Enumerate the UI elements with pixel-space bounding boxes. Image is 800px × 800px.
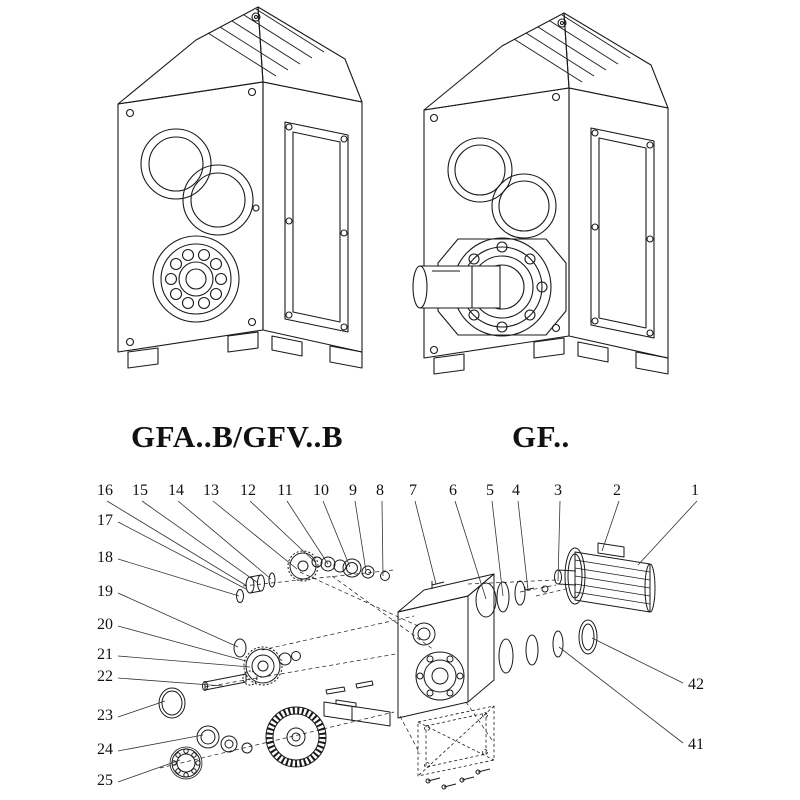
leader-line-14 bbox=[177, 500, 272, 580]
leader-line-25 bbox=[117, 759, 181, 783]
part-number-8: 8 bbox=[376, 482, 384, 499]
part-number-5: 5 bbox=[486, 482, 494, 499]
mounting-feet bbox=[433, 337, 669, 375]
model-label-gf: GF.. bbox=[512, 419, 570, 454]
leader-line-42 bbox=[591, 637, 684, 684]
leader-line-41 bbox=[558, 646, 684, 744]
intermediate-gear-cluster bbox=[233, 638, 301, 686]
leader-line-24 bbox=[117, 734, 204, 752]
roof-left-face bbox=[117, 6, 264, 105]
shim-rings bbox=[475, 580, 549, 618]
part-number-9: 9 bbox=[349, 482, 357, 499]
leader-line-18 bbox=[117, 558, 240, 597]
side-rib-frame bbox=[284, 121, 349, 333]
front-face-bolts bbox=[429, 92, 561, 355]
leader-line-3 bbox=[557, 500, 561, 582]
part-number-11: 11 bbox=[277, 482, 293, 499]
leader-line-12 bbox=[249, 500, 316, 563]
leader-line-22 bbox=[117, 677, 224, 687]
assembly-axis-lines bbox=[159, 569, 571, 769]
roof-left-face bbox=[423, 12, 570, 111]
cooling-fins bbox=[207, 8, 325, 77]
roof-right-face bbox=[257, 6, 363, 103]
output-bearings bbox=[158, 687, 253, 780]
side-rib-frame bbox=[590, 127, 655, 339]
part-number-3: 3 bbox=[554, 482, 562, 499]
part-number-21: 21 bbox=[97, 646, 113, 663]
leader-line-15 bbox=[141, 500, 259, 584]
part-number-7: 7 bbox=[409, 482, 417, 499]
part-number-17: 17 bbox=[97, 512, 113, 529]
leader-line-23 bbox=[117, 700, 166, 718]
leader-line-11 bbox=[286, 500, 329, 565]
leader-line-13 bbox=[212, 500, 298, 570]
cover-bolts bbox=[425, 768, 491, 790]
filler-plug-icon bbox=[251, 12, 261, 22]
input-gear-13 bbox=[287, 550, 319, 582]
part-number-6: 6 bbox=[449, 482, 457, 499]
part-number-18: 18 bbox=[97, 549, 113, 566]
leader-line-17 bbox=[117, 521, 247, 590]
front-face bbox=[117, 81, 264, 353]
part-number-24: 24 bbox=[97, 741, 113, 758]
part-number-14: 14 bbox=[168, 482, 184, 499]
part-number-20: 20 bbox=[97, 616, 113, 633]
part-number-16: 16 bbox=[97, 482, 113, 499]
leader-line-10 bbox=[322, 500, 351, 568]
leader-line-2 bbox=[601, 500, 620, 552]
exploded-parts-view bbox=[158, 542, 656, 790]
model-label-gfab: GFA..B/GFV..B bbox=[131, 419, 344, 454]
part-number-15: 15 bbox=[132, 482, 148, 499]
gearbox-drawing-gf bbox=[412, 12, 669, 375]
input-bores bbox=[447, 137, 557, 239]
part-number-2: 2 bbox=[613, 482, 621, 499]
part-number-19: 19 bbox=[97, 583, 113, 600]
leader-line-1 bbox=[637, 500, 698, 566]
side-face bbox=[568, 87, 669, 359]
part-number-13: 13 bbox=[203, 482, 219, 499]
gear-housing bbox=[397, 573, 495, 719]
part-number-41: 41 bbox=[688, 736, 704, 753]
front-face-bolts bbox=[125, 87, 260, 347]
leader-lines bbox=[106, 500, 698, 783]
pinion-shaft-22 bbox=[202, 670, 258, 691]
roof-right-face bbox=[563, 12, 669, 109]
part-number-4: 4 bbox=[512, 482, 520, 499]
part-number-1: 1 bbox=[691, 482, 699, 499]
leader-line-8 bbox=[381, 500, 384, 577]
cover-plate bbox=[417, 705, 495, 777]
motor bbox=[554, 542, 656, 613]
leader-line-19 bbox=[117, 592, 239, 648]
mounting-feet bbox=[127, 331, 363, 369]
input-washers-bearing bbox=[311, 556, 390, 581]
part-number-22: 22 bbox=[97, 668, 113, 685]
leader-line-4 bbox=[517, 500, 529, 591]
leader-line-9 bbox=[354, 500, 367, 572]
leader-line-6 bbox=[454, 500, 487, 600]
side-cover-rings bbox=[498, 619, 598, 674]
part-number-42: 42 bbox=[688, 676, 704, 693]
leader-line-21 bbox=[117, 655, 251, 668]
part-number-12: 12 bbox=[240, 482, 256, 499]
cooling-fins bbox=[513, 14, 631, 83]
output-shaft bbox=[412, 265, 501, 309]
side-face bbox=[262, 81, 363, 353]
leader-line-5 bbox=[491, 500, 504, 597]
leader-line-20 bbox=[117, 625, 247, 662]
gearbox-drawing-gfab bbox=[117, 6, 363, 369]
input-bores bbox=[140, 128, 254, 236]
part-number-25: 25 bbox=[97, 772, 113, 789]
output-bearing bbox=[152, 235, 240, 323]
part-number-10: 10 bbox=[313, 482, 329, 499]
filler-plug-icon bbox=[557, 18, 567, 28]
leader-line-16 bbox=[106, 500, 248, 587]
output-shaft-keys bbox=[323, 680, 391, 727]
leader-line-7 bbox=[414, 500, 437, 585]
part-number-23: 23 bbox=[97, 707, 113, 724]
terminal-box bbox=[597, 542, 625, 558]
output-gear bbox=[265, 706, 327, 768]
